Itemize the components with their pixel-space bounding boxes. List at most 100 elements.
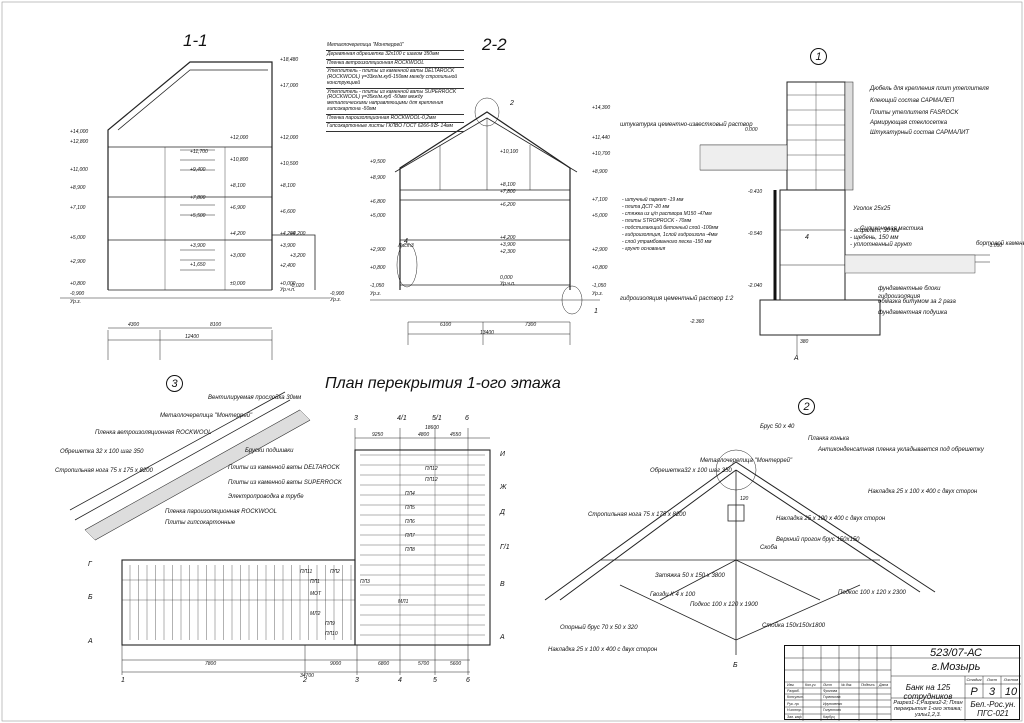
annotation-label: +3,000 (230, 253, 246, 259)
sheet-description: Разрез1-1;Разрез2-2; План перекрытия 1-о… (893, 700, 963, 718)
annotation-label: - стяжка из ц/п раствора М150 -47мм (622, 211, 712, 217)
annotation-label: +8,100 (500, 182, 516, 188)
annotation-label: А (500, 634, 505, 641)
annotation-label: 0,000 (500, 275, 513, 281)
annotation-label: +10,100 (500, 149, 519, 155)
stage-header: Стадия (966, 677, 982, 682)
annotation-label: 7800 (205, 661, 217, 667)
annotation-label: - слой утрамбованного песка -150 мм (622, 239, 712, 245)
annotation-label: 6100 (440, 322, 452, 328)
annotation-label: +3,900 (500, 242, 516, 248)
annotation-label: Лист3 (398, 243, 414, 249)
node-2-truss-drawing (544, 449, 936, 655)
annotation-label: Стойка 150x150x1800 (762, 623, 826, 629)
title-block-cell: № док. (841, 683, 853, 687)
annotation-label: - подстилающий бетонный слой -100мм (622, 225, 719, 231)
annotation-label: В (500, 581, 505, 588)
annotation-label: +14,000 (70, 129, 89, 135)
note-item: Металлочерепица "Монтеррей" (326, 42, 464, 51)
annotation-label: Силиконовая мастика (860, 226, 924, 232)
annotation-label: Ур.з. (370, 291, 382, 297)
annotation-label: 5/1 (432, 415, 442, 422)
annotation-label: - щебень, 150 мм (850, 235, 899, 241)
stage: Р (970, 686, 978, 698)
annotation-label: +6,600 (280, 209, 296, 215)
annotation-label: +3,900 (280, 243, 296, 249)
annotation-label: +6,200 (500, 202, 516, 208)
annotation-label: Плиты из каменной ваты DELTAROCK (228, 465, 340, 471)
title-block-cell: Голунтова (823, 708, 841, 712)
annotation-label: Ур.ч.п. (500, 281, 516, 287)
annotation-label: 380 (800, 339, 809, 345)
annotation-label: штукатурка цементно-известковый раствор (620, 122, 753, 128)
annotation-label: Бруски подшивки (245, 448, 294, 454)
annotation-label: Планка конька (808, 436, 850, 442)
project-name: Банк на 125 сотрудников (903, 683, 953, 701)
annotation-label: +6,800 (370, 199, 386, 205)
annotation-label: +18,480 (280, 57, 299, 63)
annotation-label: -0,020 (290, 283, 305, 289)
title-block: 523/07-АС г.Мозырь Банк на 125 сотрудник… (784, 645, 1021, 721)
annotation-label: Г (88, 561, 92, 568)
annotation-label: +8,100 (280, 183, 296, 189)
annotation-label: +3,900 (190, 243, 206, 249)
city: г.Мозырь (931, 661, 981, 673)
annotation-label: Ур.ч.п. (280, 287, 296, 293)
annotation-label: ПЛ6 (405, 519, 415, 525)
annotation-label: Плиты утеплителя FASROCK (870, 110, 959, 116)
annotation-label: +2,400 (280, 263, 296, 269)
annotation-label: +4,200 (500, 235, 516, 241)
title-block-cell: Лист (823, 683, 833, 687)
annotation-label: +11,000 (70, 167, 88, 173)
sheet-header: Лист (986, 677, 998, 682)
annotation-label: +10,800 (230, 157, 249, 163)
annotation-label: 0.000 (745, 127, 758, 133)
annotation-label: Пленка пароизоляционная ROCKWOOL (165, 509, 277, 515)
annotation-label: 18600 (425, 425, 439, 431)
annotation-label: +7,800 (190, 195, 206, 201)
annotation-label: +1,650 (190, 262, 206, 268)
annotation-label: Накладка 25 x 100 x 400 с двух сторон (776, 516, 886, 522)
annotation-label: 4/1 (397, 415, 407, 422)
annotation-label: Вентилируемая прослойка 30мм (208, 395, 302, 401)
annotation-label: +9,500 (370, 159, 386, 165)
annotation-label: МЛ2 (310, 611, 321, 617)
annotation-label: - плита ДСП -20 мм (622, 204, 670, 210)
annotation-label: -2.360 (690, 319, 705, 325)
title-block-cell: Консульт. (787, 695, 805, 699)
annotation-label: 4 (805, 234, 809, 241)
annotation-label: -0,900 (330, 291, 345, 297)
annotation-label: 13400 (480, 330, 494, 336)
annotation-label: 12400 (185, 334, 199, 340)
annotation-label: 6 (465, 415, 469, 422)
section-2-2-title: 2-2 (482, 35, 507, 54)
annotation-label: ПЛ12 (425, 477, 438, 483)
roof-layers-notes: Металлочерепица "Монтеррей" Деревянная о… (326, 42, 464, 132)
annotation-label: Гвозди К 4 x 100 (650, 592, 696, 598)
annotation-label: Б (88, 594, 93, 601)
title-block-cell: Горюнкова (823, 695, 841, 699)
annotation-label: бортовой камень (976, 241, 1024, 247)
annotation-label: +4,200 (290, 231, 306, 237)
note-item: Деревянная обрешетка 32x100 с шагом 350м… (326, 51, 464, 60)
annotation-label: +11,440 (592, 135, 610, 141)
annotation-label: Ж (500, 484, 507, 491)
floor-plan-drawing (121, 428, 491, 675)
annotation-label: +2,900 (70, 259, 86, 265)
annotation-label: 5 (433, 677, 437, 684)
annotation-label: 4 (398, 677, 402, 684)
annotation-label: Затяжка 50 x 150 x 3800 (655, 573, 725, 579)
annotation-label: +8,900 (370, 175, 386, 181)
annotation-label: ПЛ11 (300, 569, 313, 575)
annotation-label: 5700 (418, 661, 430, 667)
annotation-label: Обрешетка 32 x 100 шаг 350 (60, 449, 144, 455)
title-block-cell: Изм. (787, 683, 795, 687)
annotation-label: Б (733, 662, 738, 669)
annotation-label: Стропильная нога 75 x 175 x 8200 (588, 512, 686, 518)
annotation-label: А (794, 355, 799, 362)
annotation-label: ±0,000 (230, 281, 246, 287)
annotation-label: +14,300 (592, 105, 611, 111)
node-3-drawing (69, 391, 311, 541)
annotation-label: +2,900 (592, 247, 608, 253)
annotation-label: Верхний прогон брус 150x150 (776, 537, 860, 543)
